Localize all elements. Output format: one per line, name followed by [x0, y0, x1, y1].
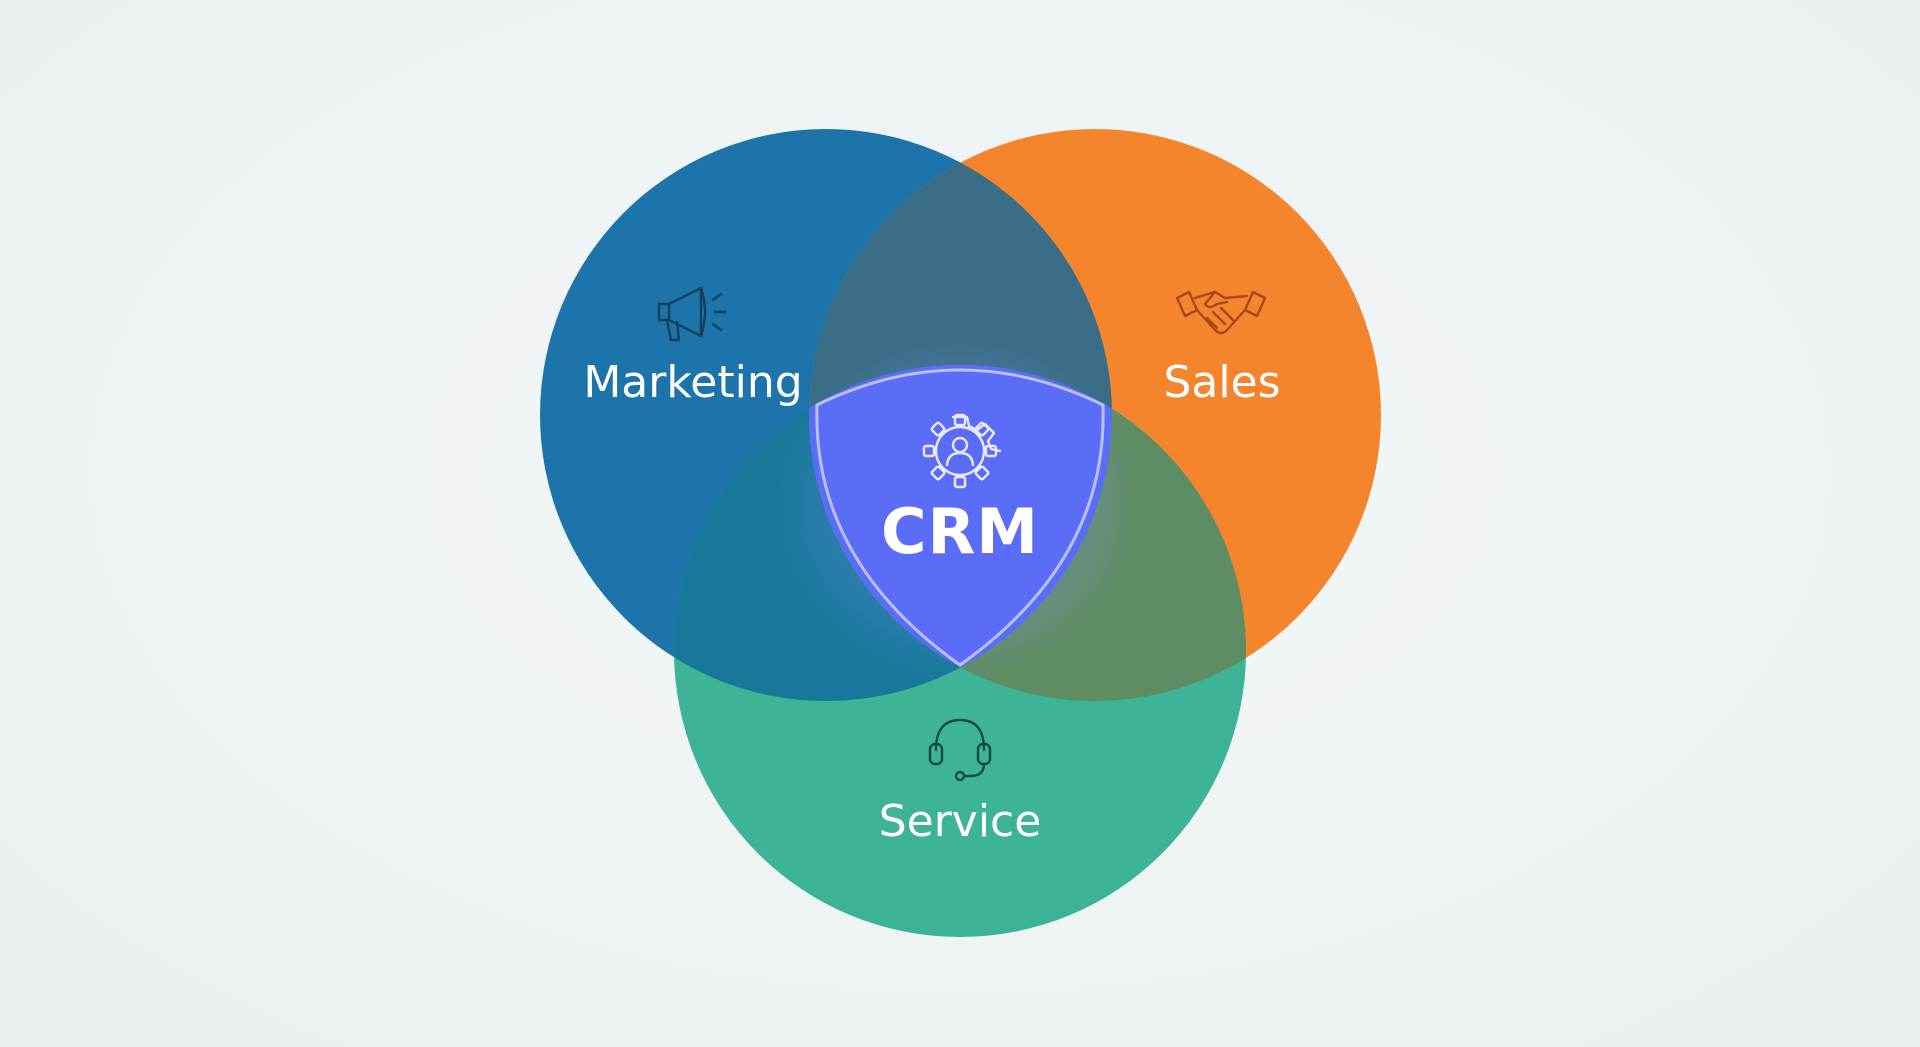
marketing-label: Marketing [583, 357, 802, 408]
handshake-icon [1175, 290, 1267, 335]
megaphone-icon [657, 286, 727, 342]
crm-label: CRM [881, 495, 1039, 568]
service-label: Service [879, 796, 1042, 847]
crm-center-outline [815, 368, 1105, 667]
headset-icon [928, 718, 992, 782]
sales-label: Sales [1163, 357, 1280, 408]
gear-user-icon [922, 413, 1002, 489]
